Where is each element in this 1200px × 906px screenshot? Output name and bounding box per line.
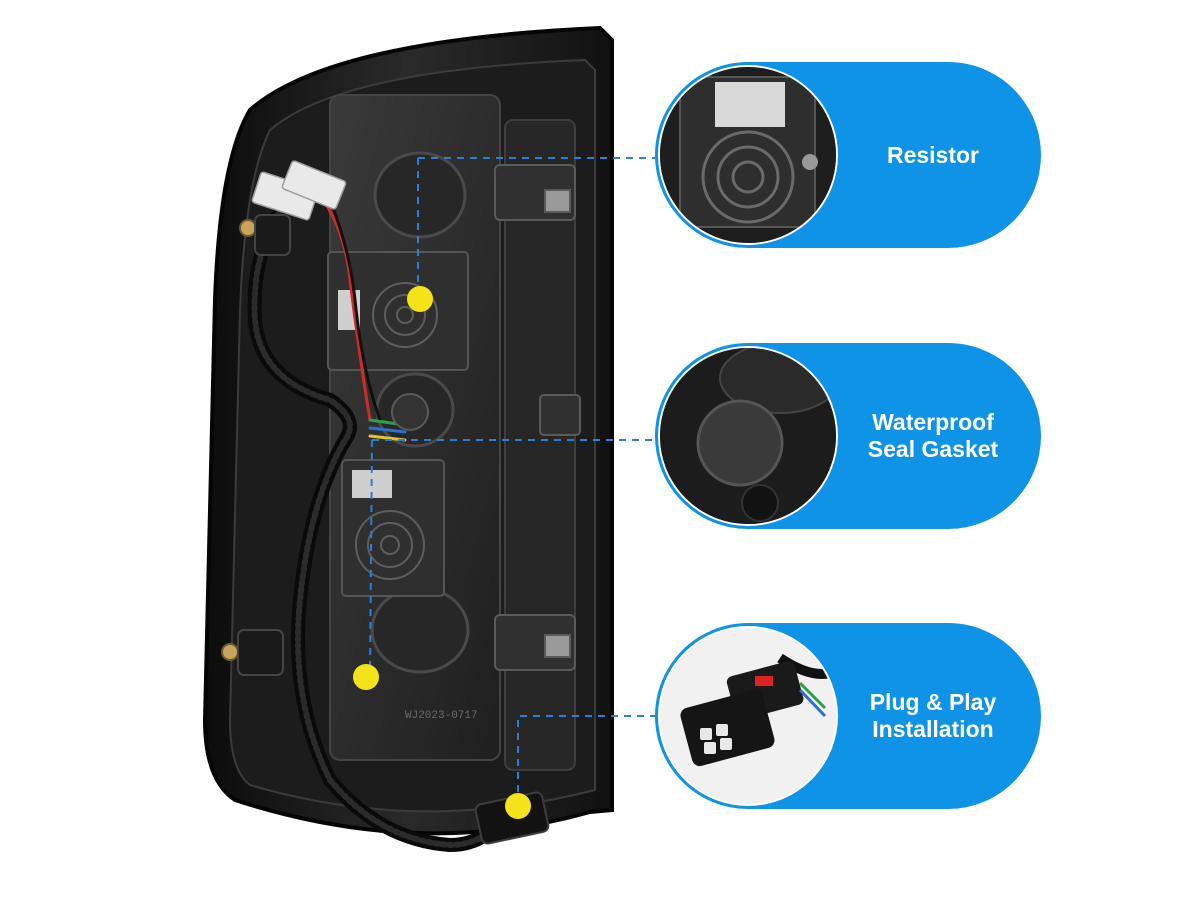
- leader-line: [369, 157, 655, 805]
- plug-connector-closeup: [658, 626, 838, 806]
- wire-harness: [247, 178, 492, 853]
- resistor-vent: [355, 282, 438, 580]
- mount-stud: [237, 214, 291, 676]
- callout-resistor: Resistor: [655, 62, 1041, 248]
- side-rail: [504, 119, 576, 771]
- top-connector: [251, 160, 347, 221]
- mount-clip: [494, 164, 581, 671]
- callout-plug-and-play: Plug & Play Installation: [655, 623, 1041, 809]
- callout-seal-gasket: Waterproof Seal Gasket: [655, 343, 1041, 529]
- callout-label: Waterproof Seal Gasket: [867, 409, 999, 462]
- tail-light-back-photo: WJ2023-0717: [202, 25, 655, 853]
- seal-gasket-closeup: [658, 346, 838, 526]
- seal-gasket: [391, 393, 429, 431]
- mount-bolt: [221, 219, 257, 661]
- feature-marker: [353, 286, 531, 819]
- callout-label: Plug & Play Installation: [869, 689, 997, 742]
- part-code-marking: WJ2023-0717: [405, 710, 478, 722]
- resistor-closeup: [658, 65, 838, 245]
- callout-label: Resistor: [886, 141, 980, 168]
